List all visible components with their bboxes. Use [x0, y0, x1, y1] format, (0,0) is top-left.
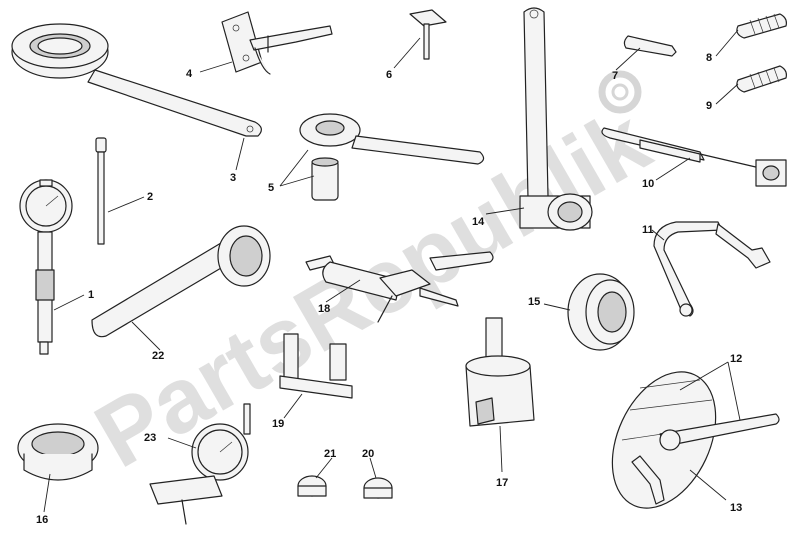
callout-20: 20: [362, 448, 374, 460]
part-7-pin: [623, 35, 677, 57]
callout-21: 21: [324, 448, 336, 460]
part-12-degree-wheel: [611, 371, 780, 509]
callout-2: 2: [147, 191, 153, 203]
part-2-drift: [95, 137, 107, 245]
callout-9: 9: [706, 100, 712, 112]
part-19-bracket: [279, 333, 353, 399]
callout-8: 8: [706, 52, 712, 64]
callout-12: 12: [730, 353, 742, 365]
callout-labels: 1 2 3 4 5 6 7 8 9 10 11 12 13 14 15 16 1…: [36, 52, 742, 526]
callout-23: 23: [144, 432, 156, 444]
part-11-bent-puller: [653, 221, 771, 317]
part-6-l-pin: [409, 9, 447, 60]
part-5-pin-wrench: [299, 113, 485, 201]
callout-19: 19: [272, 418, 284, 430]
part-16-filter-wrench: [17, 423, 99, 481]
callout-16: 16: [36, 514, 48, 526]
callout-3: 3: [230, 172, 236, 184]
callout-22: 22: [152, 350, 164, 362]
part-21-knurled-cap: [297, 475, 327, 497]
callout-10: 10: [642, 178, 654, 190]
part-22-flywheel-holder: [91, 225, 271, 338]
callout-11: 11: [642, 224, 654, 236]
callout-17: 17: [496, 477, 508, 489]
part-20-knurled-cap: [363, 477, 393, 499]
callout-18: 18: [318, 303, 330, 315]
gear-watermark-icon: [598, 70, 642, 114]
callout-14: 14: [472, 216, 485, 228]
part-23-dial-indicator: [149, 403, 251, 525]
part-15-ring: [567, 273, 635, 351]
callout-4: 4: [186, 68, 193, 80]
callout-6: 6: [386, 69, 392, 81]
part-17-press-tool: [465, 317, 535, 427]
part-10-slide-hammer: [601, 127, 787, 187]
leader-lines: [43, 29, 741, 513]
callout-5: 5: [268, 182, 274, 194]
part-3-ring-spanner: [11, 23, 262, 137]
callout-15: 15: [528, 296, 540, 308]
callout-13: 13: [730, 502, 742, 514]
callout-7: 7: [612, 70, 618, 82]
part-4-clamp-tool: [221, 11, 333, 75]
part-14-bar-socket: [519, 7, 593, 231]
callout-1: 1: [88, 289, 94, 301]
part-18-puller: [305, 251, 494, 323]
part-1-dial-gauge: [19, 179, 73, 355]
part-9-knurled-plug: [736, 65, 787, 93]
part-8-knurled-plug: [736, 13, 787, 39]
